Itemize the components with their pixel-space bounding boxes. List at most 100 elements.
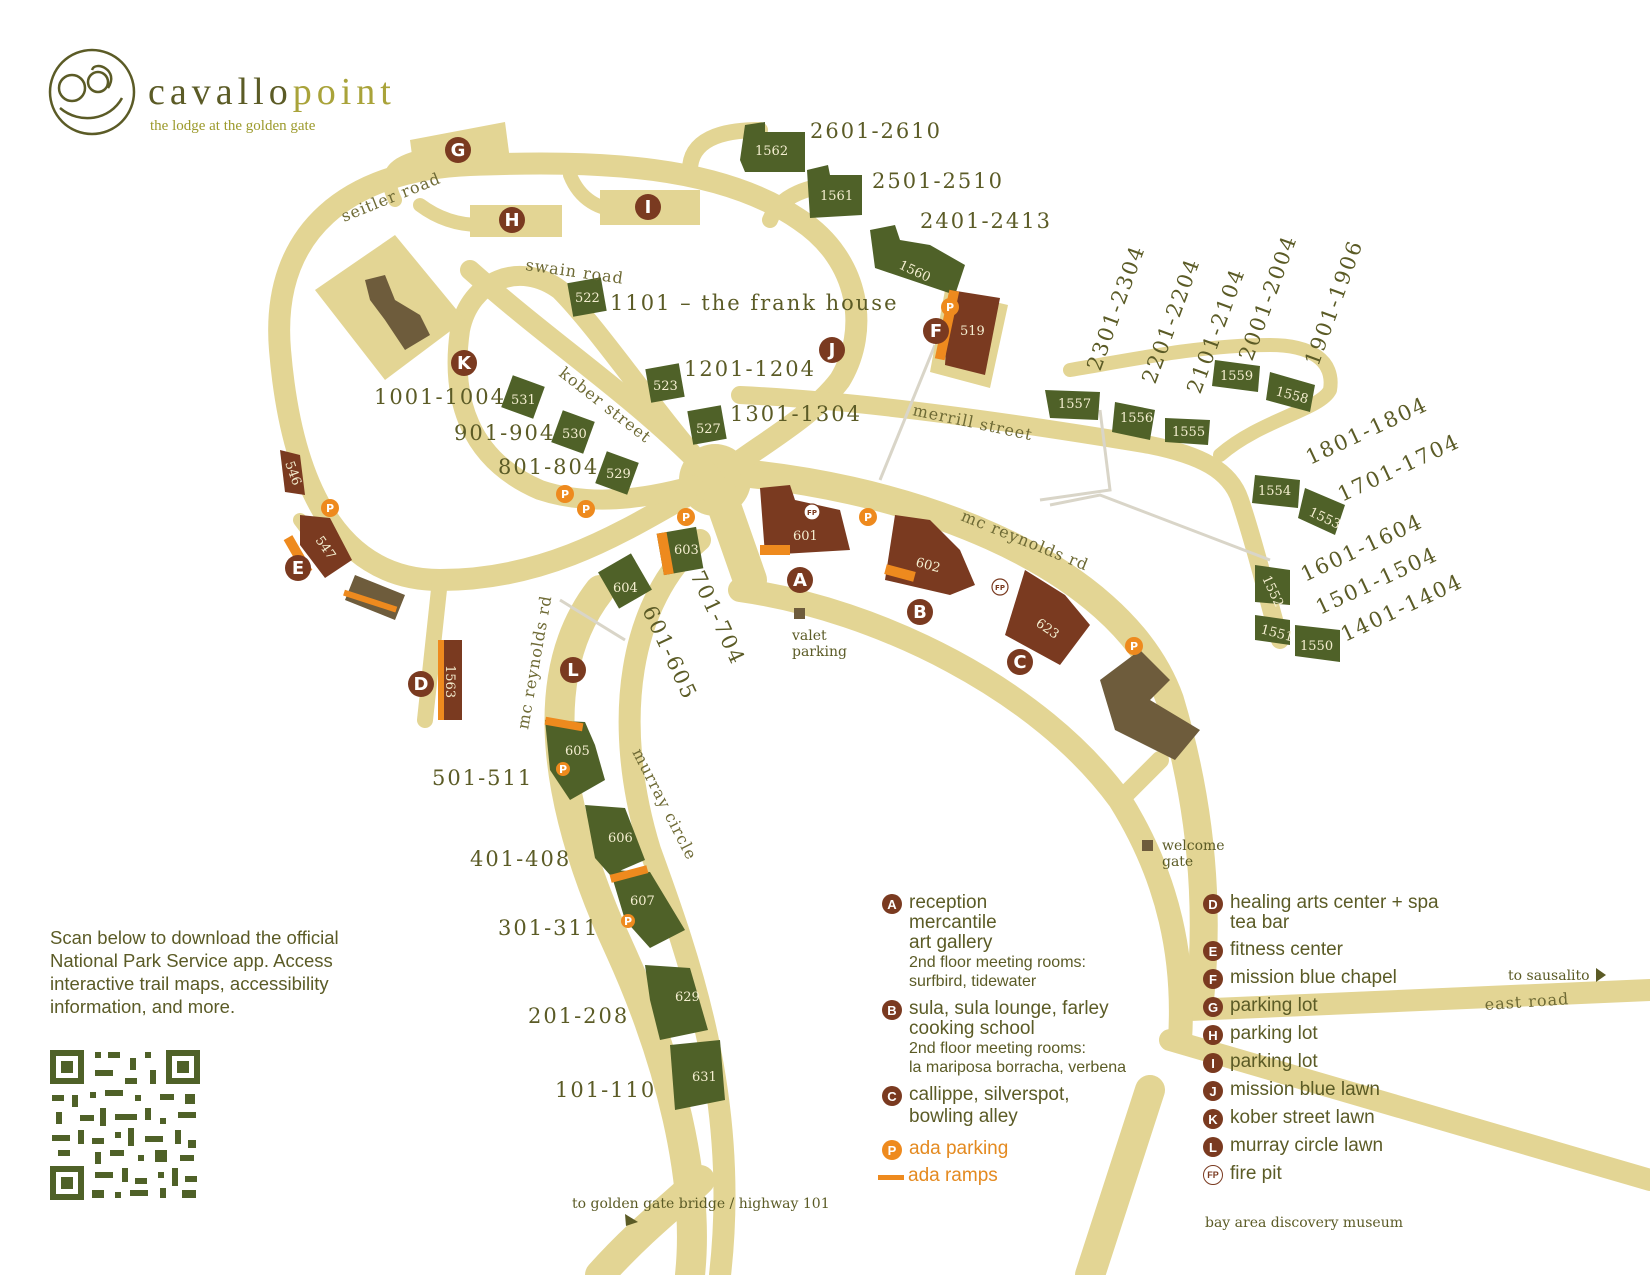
legend-l-label: murray circle lawn — [1230, 1135, 1384, 1156]
legend-b-line3: 2nd floor meeting rooms: — [909, 1040, 1086, 1057]
marker-F: F — [923, 318, 949, 344]
marker-J: J — [819, 337, 845, 363]
svg-text:H: H — [504, 210, 519, 231]
legend-marker-d: D — [1203, 894, 1223, 914]
rooms-301: 301-311 — [498, 916, 599, 940]
brand-name: cavallopoint — [148, 70, 396, 114]
qr-code-icon — [50, 1050, 200, 1200]
svg-text:G: G — [451, 140, 466, 161]
marker-E: E — [285, 555, 311, 581]
legend-ada-parking: P ada parking — [882, 1139, 1182, 1160]
svg-text:E: E — [292, 558, 304, 579]
rooms-801: 801-804 — [498, 455, 599, 479]
rooms-1301: 1301-1304 — [730, 402, 862, 426]
legend-ada-ramps-label: ada ramps — [908, 1165, 998, 1186]
bldg-607: 607 — [630, 894, 655, 909]
legend-marker-a: A — [882, 894, 902, 914]
legend-ada-ramps: ada ramps — [878, 1166, 1182, 1186]
legend-marker-p: P — [882, 1140, 902, 1160]
marker-L: L — [560, 657, 586, 683]
legend-c: C callippe, silverspot, bowling alley — [882, 1085, 1182, 1127]
svg-text:A: A — [793, 570, 807, 591]
bldg-529: 529 — [606, 467, 631, 482]
rooms-401: 401-408 — [470, 847, 571, 871]
rooms-1001: 1001-1004 — [374, 385, 506, 409]
marker-K: K — [451, 350, 477, 376]
road-merrill: merrill street — [911, 400, 1034, 444]
rooms-2501: 2501-2510 — [872, 169, 1004, 193]
rooms-501: 501-511 — [432, 766, 533, 790]
legend-marker-j: J — [1203, 1081, 1223, 1101]
bldg-1555: 1555 — [1172, 425, 1205, 440]
bldg-523: 523 — [653, 379, 678, 394]
svg-text:P: P — [326, 502, 334, 515]
ada-parking-marker: P — [859, 508, 877, 526]
bldg-1559: 1559 — [1220, 369, 1253, 384]
rooms-901: 901-904 — [454, 421, 555, 445]
ada-parking-marker: P — [621, 914, 635, 928]
svg-text:C: C — [1013, 652, 1026, 673]
rooms-1901: 1901-1906 — [1300, 236, 1368, 368]
legend-e-label: fitness center — [1230, 939, 1343, 960]
legend-d-line1: healing arts center + spa — [1230, 892, 1439, 913]
svg-text:P: P — [864, 511, 872, 524]
bldg-1562: 1562 — [755, 144, 788, 159]
welcome-label-2: gate — [1162, 854, 1193, 870]
bay-area-museum: bay area discovery museum — [1205, 1215, 1403, 1231]
legend-marker-b: B — [882, 1000, 902, 1020]
bldg-1554: 1554 — [1258, 484, 1291, 499]
legend-ada-parking-label: ada parking — [909, 1138, 1009, 1159]
bldg-1550: 1550 — [1300, 639, 1333, 654]
brand-tagline: the lodge at the golden gate — [150, 118, 316, 134]
legend-marker-f: F — [1203, 969, 1223, 989]
svg-text:P: P — [682, 511, 690, 524]
bldg-605: 605 — [565, 744, 590, 759]
bldg-602: 602 — [914, 555, 942, 576]
ada-parking-marker: P — [1125, 637, 1143, 655]
rooms-2401: 2401-2413 — [920, 209, 1052, 233]
svg-text:L: L — [567, 660, 578, 681]
bldg-527: 527 — [696, 422, 721, 437]
legend-marker-i: I — [1203, 1053, 1223, 1073]
rooms-201: 201-208 — [528, 1004, 629, 1028]
legend-d: D healing arts center + spa tea bar — [1203, 893, 1503, 933]
svg-text:P: P — [1130, 640, 1138, 653]
scan-instructions: Scan below to download the official Nati… — [50, 927, 339, 1017]
misc-labels: valet parking welcome gate to sausalito … — [572, 608, 1606, 1231]
svg-text:K: K — [457, 353, 472, 374]
svg-text:P: P — [624, 915, 632, 928]
legend-g-label: parking lot — [1230, 995, 1318, 1016]
bldg-631: 631 — [692, 1070, 717, 1085]
ada-parking-marker: P — [577, 500, 595, 518]
bldg-606: 606 — [608, 831, 633, 846]
svg-text:F: F — [930, 321, 942, 342]
welcome-label-1: welcome — [1162, 838, 1225, 854]
bldg-1556: 1556 — [1120, 411, 1153, 426]
legend-marker-e: E — [1203, 941, 1223, 961]
bldg-604: 604 — [613, 581, 638, 596]
bldg-522: 522 — [575, 291, 600, 306]
to-golden-gate: to golden gate bridge / highway 101 — [572, 1196, 830, 1212]
footpaths — [559, 344, 1271, 642]
valet-label-1: valet — [791, 628, 827, 644]
svg-text:J: J — [827, 340, 836, 361]
marker-C: C — [1007, 649, 1033, 675]
legend-a: A reception mercantile art gallery 2nd f… — [882, 893, 1182, 991]
location-markers: A B C D E F G H I J K L — [285, 137, 1033, 697]
legend-j-label: mission blue lawn — [1230, 1079, 1380, 1100]
marker-G: G — [445, 137, 471, 163]
brand-name-part1: cavallo — [148, 71, 293, 113]
legend-marker-h: H — [1203, 1025, 1223, 1045]
ada-parking-marker: P — [941, 298, 959, 316]
marker-I: I — [635, 194, 661, 220]
legend-i-label: parking lot — [1230, 1051, 1318, 1072]
ramp-swatch-icon — [878, 1175, 904, 1180]
legend-c-line2: bowling alley — [909, 1106, 1018, 1127]
legend-a-line2: mercantile — [909, 912, 997, 933]
